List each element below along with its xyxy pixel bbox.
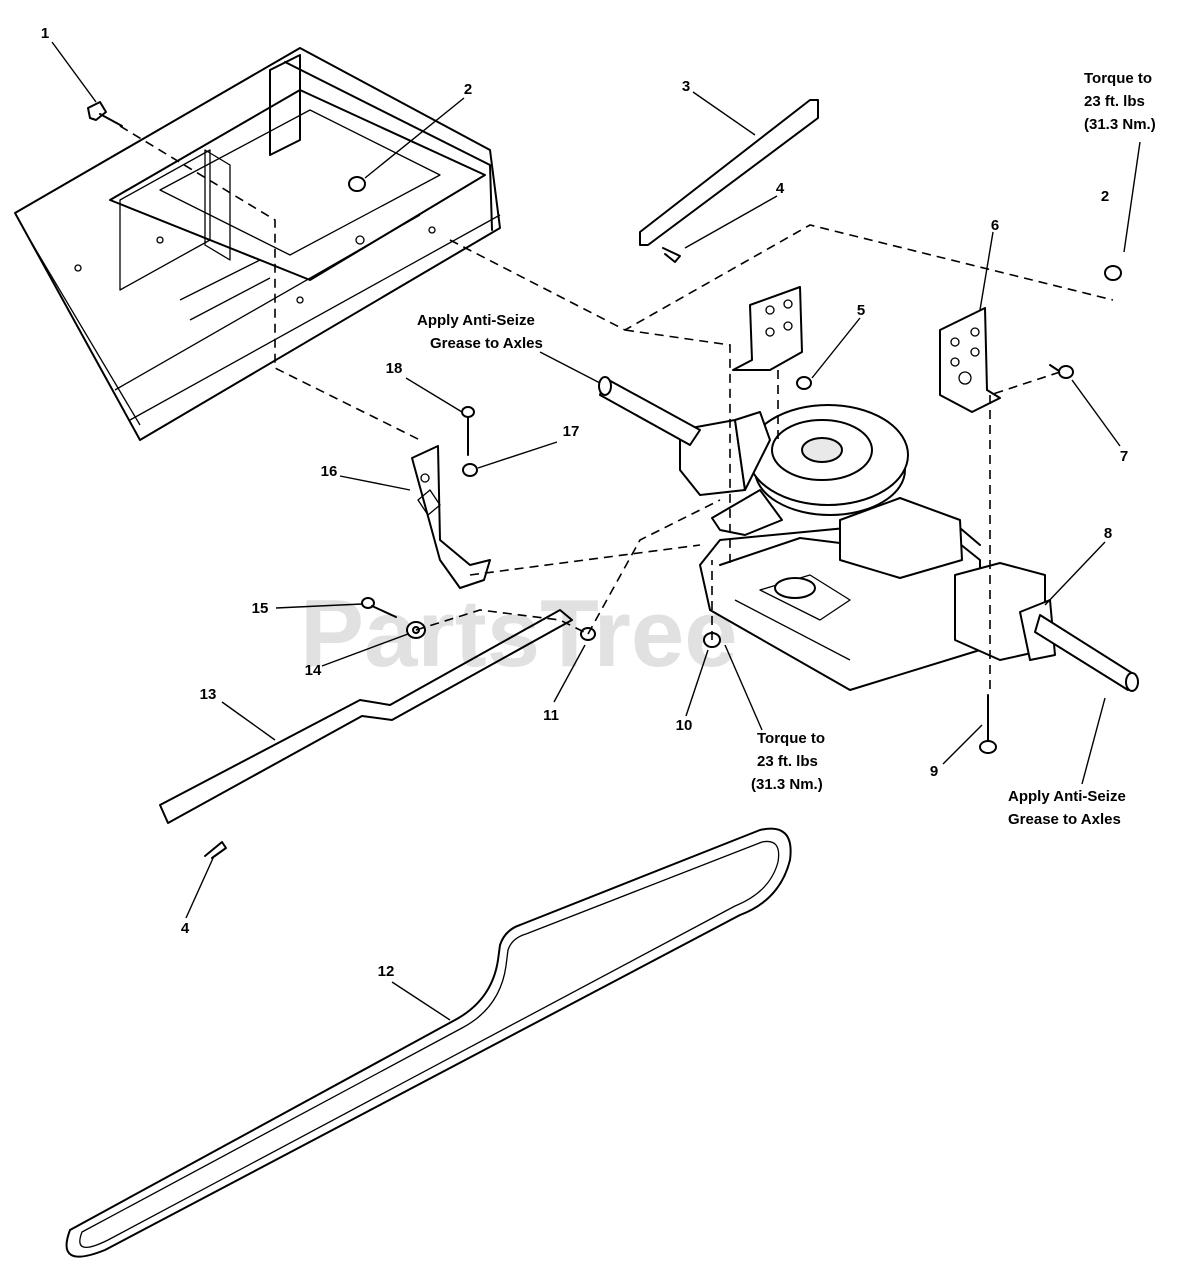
callout-2-frame: 2	[464, 81, 472, 98]
svg-text:Grease to Axles: Grease to Axles	[430, 335, 543, 352]
callout-4-bottom: 4	[181, 920, 190, 937]
svg-text:23 ft. lbs: 23 ft. lbs	[1084, 93, 1145, 110]
nut-5	[796, 376, 812, 390]
bolt-18	[461, 406, 475, 456]
callout-1: 1	[41, 25, 49, 42]
svg-text:(31.3 Nm.): (31.3 Nm.)	[751, 776, 823, 793]
callout-17: 17	[563, 423, 580, 440]
mounting-bracket	[939, 307, 1001, 413]
bolt-1	[87, 101, 123, 127]
clip-4-bottom	[204, 841, 227, 859]
washer-17	[462, 463, 478, 477]
callout-11: 11	[543, 707, 559, 724]
callout-10: 10	[676, 717, 693, 734]
shift-link	[159, 609, 573, 824]
frame-assembly	[14, 47, 501, 441]
callout-5: 5	[857, 302, 865, 319]
transaxle	[598, 376, 1139, 692]
nut-2-right	[1104, 265, 1122, 281]
nut-2-left	[348, 176, 366, 192]
callout-8: 8	[1104, 525, 1112, 542]
note-torque-top: Torque to 23 ft. lbs (31.3 Nm.)	[1084, 70, 1156, 133]
callout-18: 18	[386, 360, 403, 377]
note-torque-bottom: Torque to 23 ft. lbs (31.3 Nm.)	[751, 730, 825, 793]
svg-text:Apply Anti-Seize: Apply Anti-Seize	[1008, 788, 1126, 805]
svg-text:Apply Anti-Seize: Apply Anti-Seize	[417, 312, 535, 329]
callout-2-right: 2	[1101, 188, 1109, 205]
callout-12: 12	[378, 963, 395, 980]
callout-4-top: 4	[776, 180, 785, 197]
bolt-15	[361, 597, 397, 618]
svg-text:Torque to: Torque to	[757, 730, 825, 747]
bolt-9	[979, 694, 997, 754]
callouts: 1 2 2 3 4 4 5 6 7 8 9 10 11 12 13 14 15 …	[41, 25, 1128, 980]
callout-7: 7	[1120, 448, 1128, 465]
bracket-16	[411, 445, 491, 589]
control-rod	[639, 99, 819, 246]
callout-16: 16	[321, 463, 338, 480]
note-grease-left: Apply Anti-Seize Grease to Axles	[417, 312, 543, 352]
callout-9: 9	[930, 763, 938, 780]
svg-text:23 ft. lbs: 23 ft. lbs	[757, 753, 818, 770]
callout-6: 6	[991, 217, 999, 234]
callout-15: 15	[252, 600, 269, 617]
callout-3: 3	[682, 78, 690, 95]
note-grease-right: Apply Anti-Seize Grease to Axles	[1008, 788, 1126, 828]
bolt-7	[1049, 364, 1074, 379]
svg-text:Torque to: Torque to	[1084, 70, 1152, 87]
svg-text:(31.3 Nm.): (31.3 Nm.)	[1084, 116, 1156, 133]
callout-14: 14	[305, 662, 322, 679]
callout-13: 13	[200, 686, 217, 703]
drive-belt	[65, 827, 792, 1258]
svg-text:Grease to Axles: Grease to Axles	[1008, 811, 1121, 828]
assembly-lines	[119, 125, 1114, 690]
clip-4-top	[662, 247, 681, 263]
leader-lines	[51, 41, 1141, 1021]
